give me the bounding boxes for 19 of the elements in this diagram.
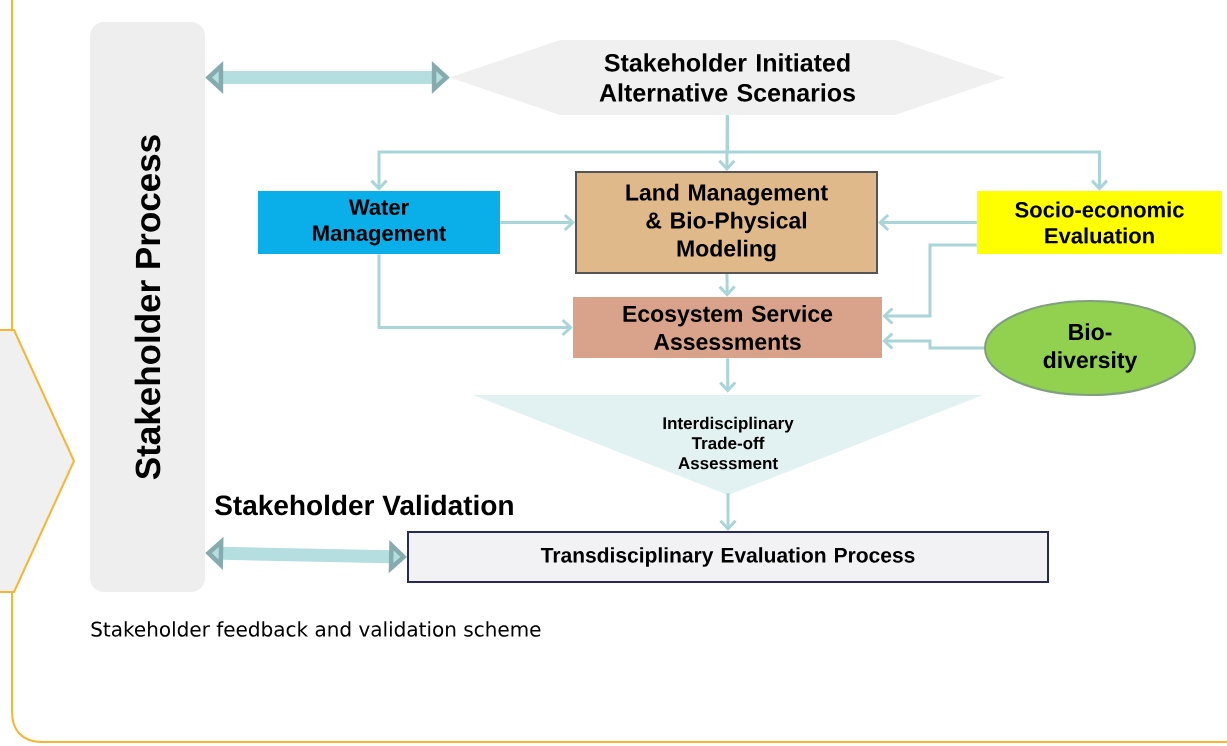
- process-box: Land Management & Bio-Physical Modeling: [575, 171, 878, 274]
- stakeholder-band: Stakeholder Process: [90, 22, 205, 592]
- arrow: [377, 254, 573, 337]
- arrow: [719, 493, 737, 531]
- process-box: Transdisciplinary Evaluation Process: [407, 531, 1049, 583]
- caption: Stakeholder feedback and validation scheme: [91, 621, 541, 637]
- arrow: [882, 243, 977, 325]
- section-heading: Stakeholder Validation: [215, 494, 513, 516]
- scenario-hexagon: Stakeholder Initiated Alternative Scenarios: [450, 40, 1005, 115]
- arrow: [719, 358, 737, 393]
- arrow: [878, 213, 977, 232]
- process-box: Socio-economic Evaluation: [977, 191, 1222, 254]
- process-box: Ecosystem Service Assessments: [573, 297, 882, 358]
- arrow: [718, 274, 736, 297]
- funnel-triangle: Interdisciplinary Trade-off Assessment: [473, 395, 983, 495]
- arrow: [500, 213, 575, 232]
- arrow: [882, 332, 984, 350]
- arrow: [726, 115, 1109, 191]
- process-box: Water Management: [258, 191, 500, 254]
